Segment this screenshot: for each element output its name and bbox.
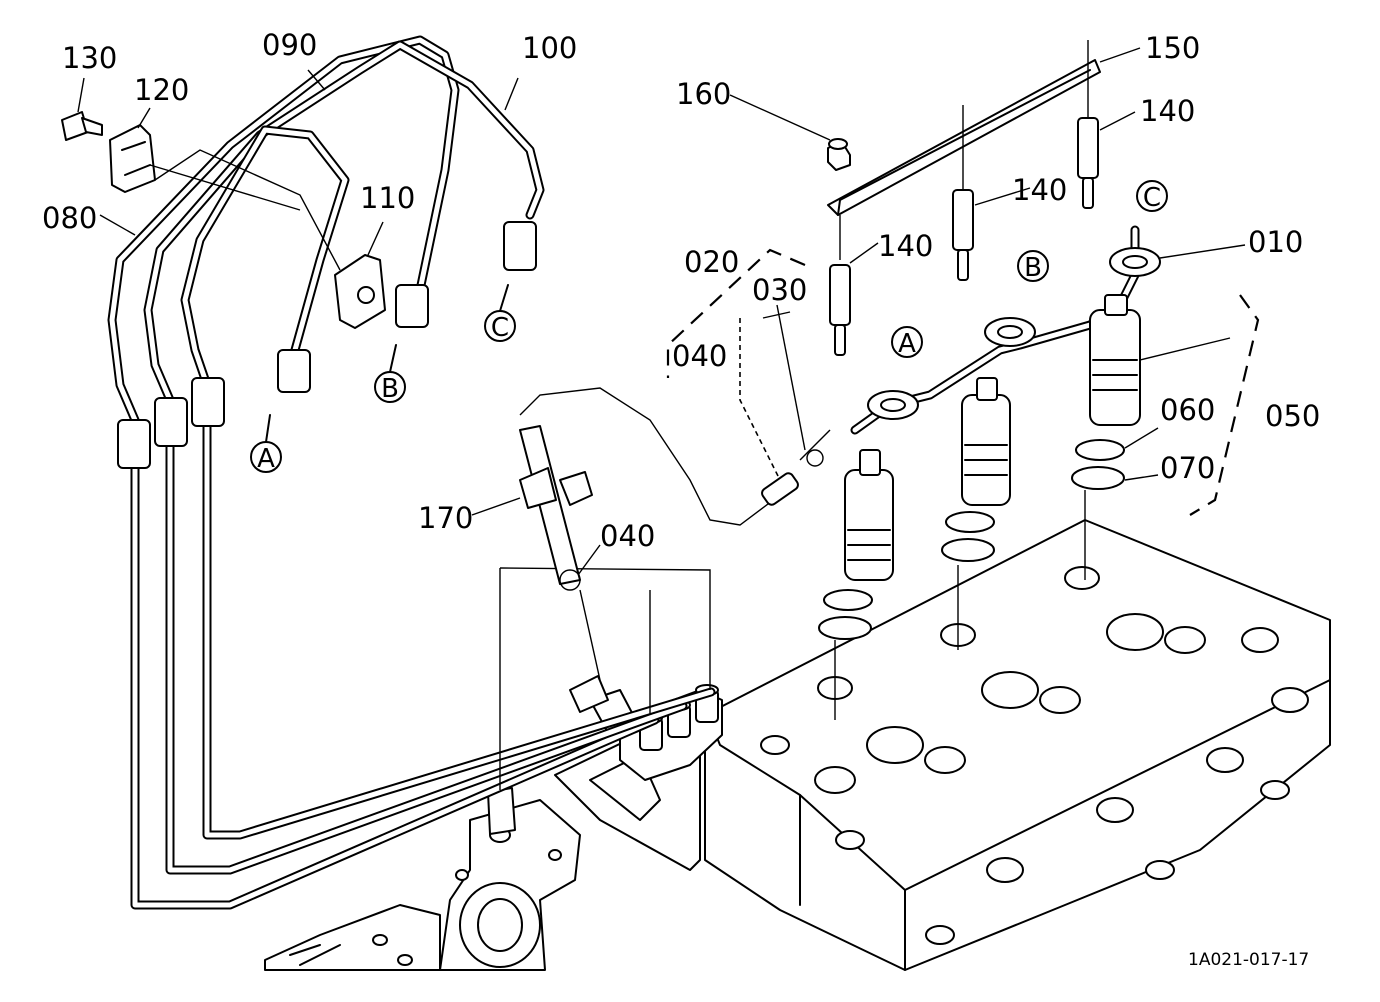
diagram-reference-code: 1A021-017-17 [1188,950,1309,970]
label-160: 160 [676,77,731,111]
label-140-left: 140 [878,229,933,263]
connector-b-pipe: B [381,374,399,404]
label-080: 080 [42,201,97,235]
part-labels: 010 020 030 040 040 050 060 070 080 090 … [42,28,1320,553]
connector-a-pipe: A [257,444,275,474]
connector-c-pipe: C [491,313,509,343]
nozzle-holders [844,294,1141,581]
head-holes [760,566,1309,945]
label-130: 130 [62,41,117,75]
label-070: 070 [1160,451,1215,485]
return-pipe [850,225,1161,435]
pipe-nuts [117,221,537,469]
label-040-lower: 040 [600,519,655,553]
connector-a-rail: A [898,329,916,359]
pipe-assembly-upper [107,35,545,425]
group-bracket-050 [1189,294,1260,516]
fuel-hoses [519,318,831,681]
injection-pipes [130,415,716,910]
label-060: 060 [1160,393,1215,427]
label-140-right: 140 [1140,94,1195,128]
leader-lines [77,47,1246,576]
connector-c-rail: C [1143,183,1161,213]
group-bracket-020 [666,248,806,378]
label-150: 150 [1145,31,1200,65]
label-030: 030 [752,273,807,307]
cylinder-head [704,519,1331,971]
label-050: 050 [1265,399,1320,433]
label-040-upper: 040 [672,339,727,373]
glow-plugs [829,117,1099,356]
label-090: 090 [262,28,317,62]
label-140-middle: 140 [1012,173,1067,207]
nozzle-gaskets [818,439,1125,720]
label-120: 120 [134,73,189,107]
label-010: 010 [1248,225,1303,259]
connector-letters: A B C A B C [250,180,1168,474]
connector-b-rail: B [1024,253,1042,283]
glow-plug-lead [827,40,1101,270]
label-020: 020 [684,245,739,279]
label-170: 170 [418,501,473,535]
label-110: 110 [360,181,415,215]
label-100: 100 [522,31,577,65]
